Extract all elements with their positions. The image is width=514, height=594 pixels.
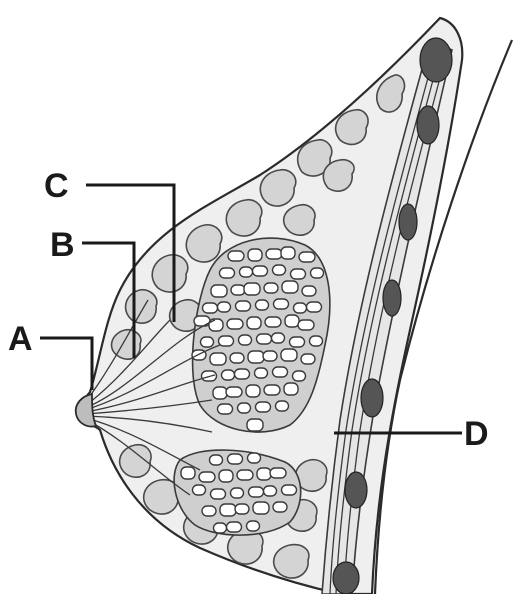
lobule-cell	[249, 487, 264, 497]
lobule-cell	[311, 268, 324, 278]
rib	[345, 472, 367, 508]
lobule-cell	[218, 404, 233, 414]
lobule-cell	[248, 351, 264, 363]
lobule-cell	[227, 522, 242, 532]
lobule-cell	[226, 387, 242, 397]
rib	[333, 562, 359, 594]
lobule-cell	[235, 504, 249, 514]
lobule-cell	[281, 247, 295, 259]
lobule-cell	[230, 353, 244, 363]
lobule-cell	[282, 281, 298, 293]
lobule-cell	[272, 333, 285, 343]
lobule-cell	[211, 489, 226, 499]
lobule-cell	[219, 336, 234, 346]
lobule-cell	[247, 317, 261, 329]
lobule-cell	[282, 485, 297, 495]
lobule-cell	[218, 302, 231, 312]
lobule-cell	[231, 488, 244, 498]
lobule-cell	[270, 468, 286, 478]
lobule-cell	[301, 354, 315, 364]
lobule-cell	[219, 470, 233, 482]
lobule-cell	[256, 300, 269, 310]
glandular-lobules-lower	[174, 450, 301, 535]
lobule-cell	[273, 367, 288, 377]
label-d: D	[464, 415, 489, 453]
lobule-cell	[193, 485, 206, 495]
rib	[399, 204, 417, 240]
lobule-cell	[291, 269, 306, 279]
lobule-cell	[265, 317, 281, 327]
rib	[383, 280, 401, 316]
lobule-cell	[237, 470, 253, 480]
lobule-cell	[248, 453, 261, 463]
lobule-cell	[264, 385, 280, 395]
label-c: C	[44, 167, 69, 205]
lobule-cell	[239, 335, 252, 345]
lobule-cell	[290, 337, 305, 347]
rib	[420, 38, 452, 82]
lobule-cell	[227, 319, 243, 329]
lobule-cell	[228, 454, 243, 464]
lobule-cell	[235, 369, 250, 379]
lobule-cell	[248, 249, 262, 261]
lobule-cell	[222, 370, 235, 380]
lobule-cell	[228, 251, 244, 261]
lobule-cell	[220, 268, 235, 278]
lobule-cell	[263, 351, 277, 361]
leader-line-a	[40, 338, 92, 390]
lobule-cell	[307, 302, 322, 312]
lobule-cell	[310, 336, 323, 346]
label-b: B	[50, 226, 75, 264]
lobule-cell	[202, 506, 216, 516]
lobule-cell	[253, 502, 269, 514]
lobule-cell	[181, 467, 195, 479]
lobule-cell	[294, 303, 307, 313]
lobule-cell	[257, 334, 272, 344]
lobule-cell	[247, 419, 263, 431]
lobule-cell	[210, 455, 223, 465]
lobule-cell	[253, 266, 268, 276]
lobule-cell	[284, 383, 298, 395]
lobule-cell	[201, 337, 214, 347]
lobule-cell	[236, 301, 251, 311]
lobule-cell	[256, 402, 271, 412]
lobule-cell	[209, 319, 223, 331]
lobule-cell	[273, 502, 287, 512]
lobule-cell	[194, 316, 210, 326]
lobule-cell	[244, 283, 260, 295]
lobule-cell	[257, 468, 271, 480]
lobule-cell	[298, 320, 314, 330]
lobule-cell	[203, 303, 218, 313]
lobule-cell	[274, 299, 289, 309]
lobule-cell	[255, 368, 268, 378]
rib	[417, 106, 439, 144]
lobule-cell	[299, 252, 315, 262]
lobule-cell	[240, 267, 253, 277]
lobule-cell	[281, 349, 297, 361]
lobule-cell	[273, 265, 286, 275]
lobule-cell	[302, 286, 316, 296]
lobule-cell	[276, 401, 289, 411]
lobule-cell	[293, 371, 306, 381]
lobule-cell	[238, 403, 251, 413]
lobule-cell	[264, 283, 278, 293]
lobule-cell	[246, 385, 260, 397]
lobule-cell	[213, 387, 227, 399]
lobule-cell	[211, 285, 227, 297]
lobule-cell	[266, 249, 282, 259]
lobule-cell	[247, 521, 260, 531]
rib	[361, 379, 383, 417]
lobule-cell	[264, 486, 277, 496]
lobule-cell	[220, 504, 236, 516]
lobule-cell	[285, 315, 299, 327]
lobule-cell	[199, 472, 215, 482]
lobule-cell	[214, 523, 227, 533]
lobule-cell	[210, 353, 226, 365]
lobule-cell	[231, 285, 245, 295]
label-a: A	[8, 320, 33, 358]
